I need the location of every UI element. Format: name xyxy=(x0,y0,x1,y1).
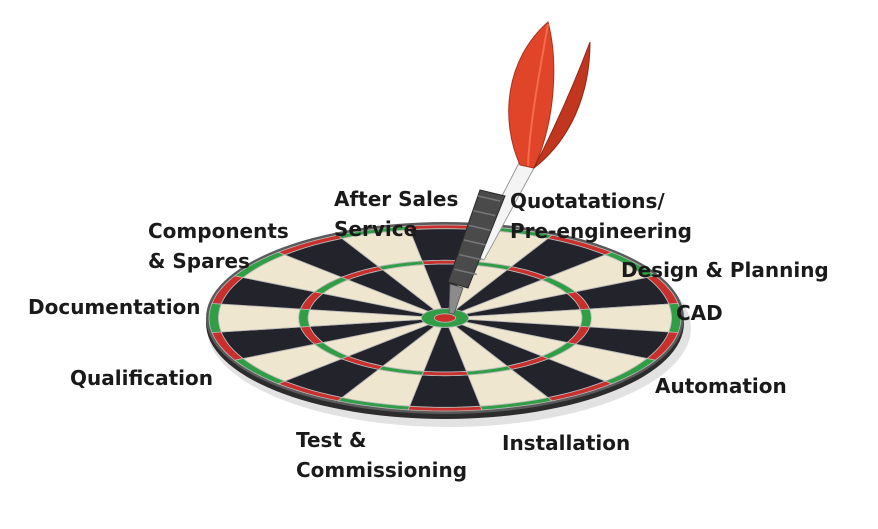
dart-grip-line xyxy=(477,195,501,202)
dart-grip-line xyxy=(473,209,496,217)
label-qualification: Qualification xyxy=(70,366,214,390)
label-quotations-pre-engineering: Quotatations/ Pre-engineering xyxy=(510,189,693,243)
dart-icon xyxy=(447,21,591,315)
label-after-sales-service: After Sales Service xyxy=(334,187,459,241)
label-components-spares: Components & Spares xyxy=(148,219,289,273)
dart-grip-line xyxy=(463,239,487,246)
bullseye xyxy=(433,313,457,323)
label-test-commissioning: Test & Commissioning xyxy=(296,428,468,482)
dart-grip-line xyxy=(459,253,482,261)
label-documentation: Documentation xyxy=(28,295,201,319)
label-automation: Automation xyxy=(655,374,787,398)
label-design-planning: Design & Planning xyxy=(621,258,829,282)
label-installation: Installation xyxy=(502,431,631,455)
dart-grip-line xyxy=(468,224,491,232)
dart-flight-highlight xyxy=(527,23,549,167)
dart-flight-right xyxy=(533,41,591,169)
dart-tip xyxy=(448,283,464,315)
dartboard xyxy=(206,222,691,427)
dart-grip-line xyxy=(454,268,477,276)
label-cad: CAD xyxy=(676,301,723,325)
